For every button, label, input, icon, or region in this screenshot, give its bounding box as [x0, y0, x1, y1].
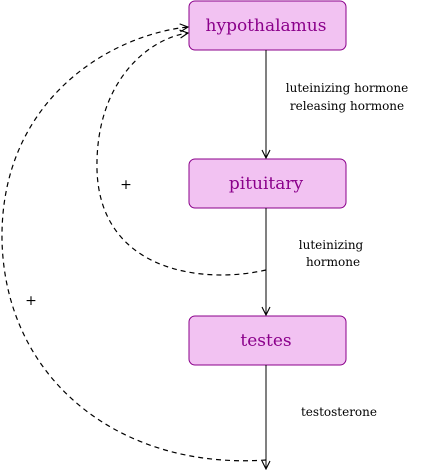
feedback-loop-inner: [96, 33, 267, 276]
edge-label-lhrh-line2: releasing hormone: [290, 99, 404, 113]
node-testes: testes: [188, 315, 347, 366]
feedback-sign-inner: +: [120, 177, 132, 193]
edge-label-testosterone: testosterone: [301, 405, 377, 419]
node-hypothalamus: hypothalamus: [188, 0, 347, 51]
feedback-sign-outer: +: [25, 293, 37, 309]
edge-label-lh-line1: luteinizing: [299, 238, 364, 252]
edge-label-lhrh-line1: luteinizing hormone: [286, 81, 408, 95]
feedback-loop-outer: [1, 27, 267, 462]
edge-label-lh-line2: hormone: [306, 255, 360, 269]
node-pituitary-label: pituitary: [229, 174, 304, 194]
node-testes-label: testes: [240, 331, 291, 351]
node-pituitary-box: [188, 158, 347, 209]
node-testes-box: [188, 315, 347, 366]
node-pituitary: pituitary: [188, 158, 347, 209]
node-hypothalamus-label: hypothalamus: [206, 16, 327, 36]
